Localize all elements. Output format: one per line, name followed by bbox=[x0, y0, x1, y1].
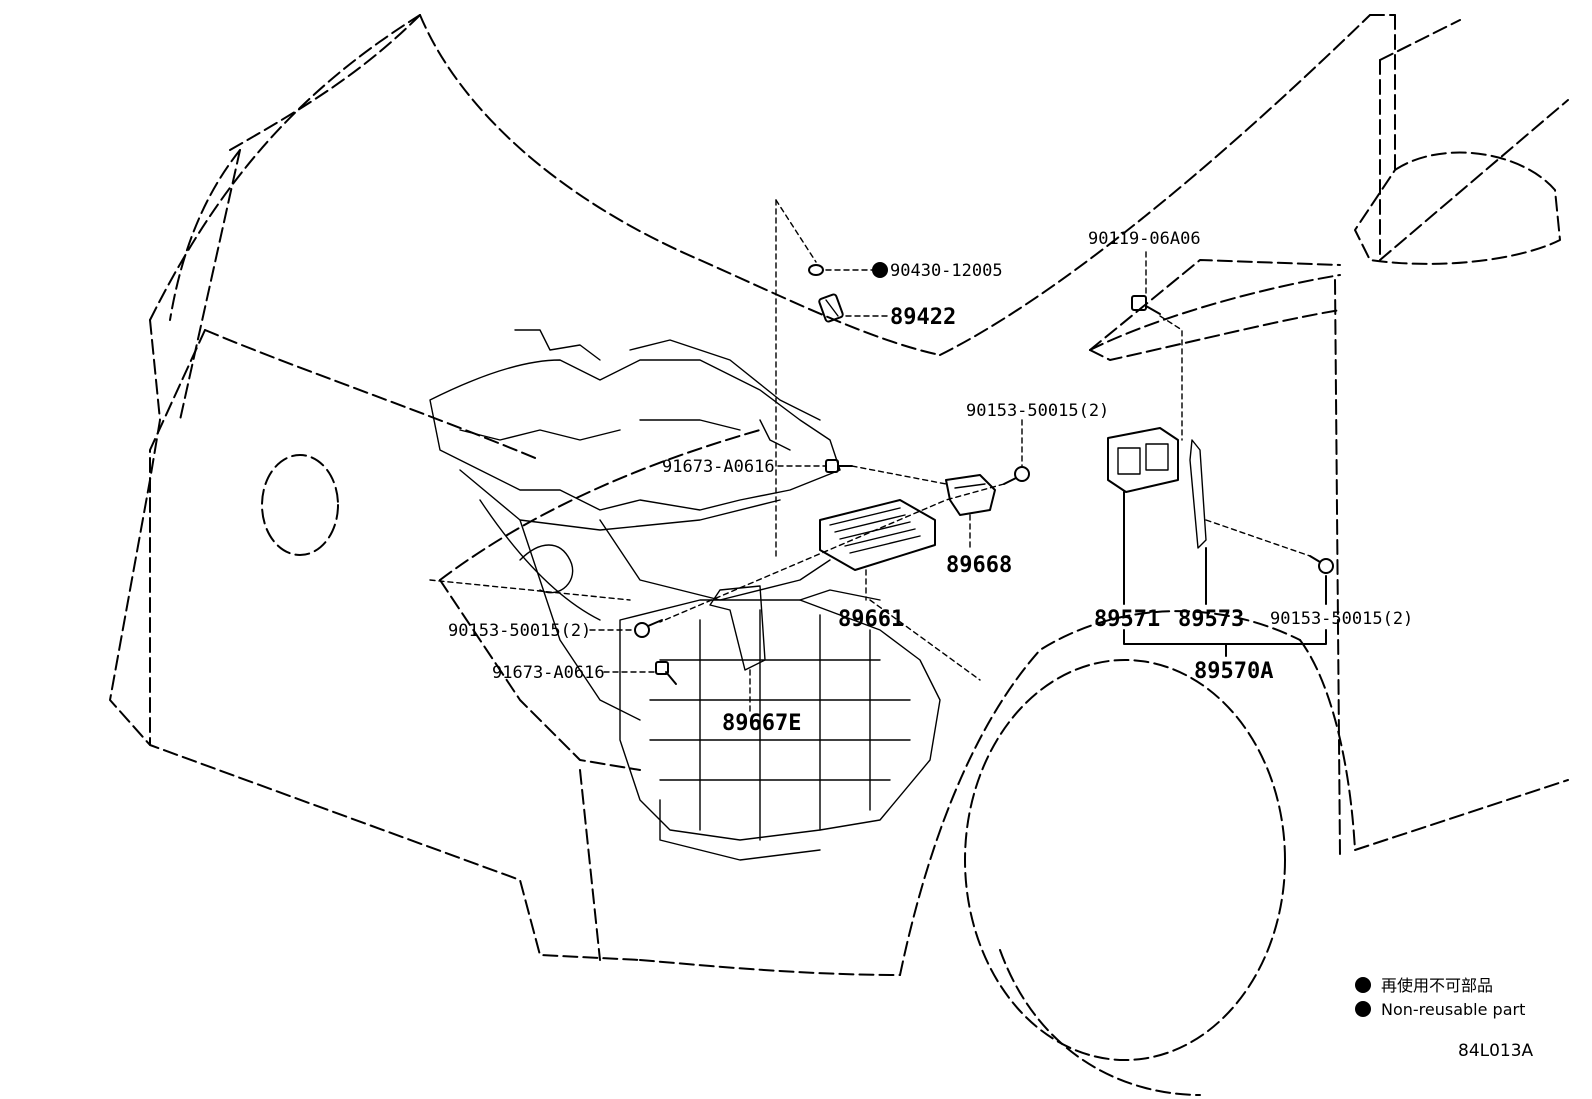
label-89573: 89573 bbox=[1178, 607, 1244, 632]
label-89422: 89422 bbox=[890, 305, 956, 330]
label-89667e: 89667E bbox=[722, 711, 801, 736]
label-91673-a0616-b: 91673-A0616 bbox=[492, 663, 605, 683]
legend: 再使用不可部品 Non-reusable part bbox=[1355, 976, 1525, 1019]
bracket-89667e bbox=[709, 585, 766, 671]
bracket-89573 bbox=[1189, 439, 1207, 549]
legend-en-marker-icon bbox=[1355, 1001, 1371, 1017]
legend-jp-marker-icon bbox=[1355, 977, 1371, 993]
bracket-89668 bbox=[945, 474, 996, 516]
bolt-91673-b bbox=[655, 661, 677, 685]
label-89570a: 89570A bbox=[1194, 659, 1273, 684]
label-91673-a0616-a: 91673-A0616 bbox=[662, 457, 775, 477]
label-90119-06a06: 90119-06A06 bbox=[1088, 229, 1201, 249]
legend-jp-text: 再使用不可部品 bbox=[1381, 976, 1493, 995]
sensor-89422 bbox=[818, 293, 844, 323]
leader-lines bbox=[429, 199, 1327, 713]
legend-en-text: Non-reusable part bbox=[1381, 1000, 1525, 1019]
label-89668: 89668 bbox=[946, 553, 1012, 578]
part-labels: 90430-12005 89422 90119-06A06 90153-5001… bbox=[448, 229, 1413, 736]
transmission-assembly bbox=[619, 589, 941, 861]
label-90430-12005: 90430-12005 bbox=[890, 261, 1003, 281]
label-90153-50015-left: 90153-50015(2) bbox=[448, 621, 591, 641]
diagram-code: 84L013A bbox=[1458, 1041, 1534, 1061]
bolt-90119 bbox=[1131, 295, 1161, 315]
bolt-90153-right bbox=[1309, 555, 1334, 574]
label-89571: 89571 bbox=[1094, 607, 1160, 632]
vehicle-body-outline bbox=[109, 14, 1569, 1096]
label-89661: 89661 bbox=[838, 607, 904, 632]
gasket-90430 bbox=[808, 264, 824, 276]
bolt-90153-top bbox=[1003, 466, 1030, 485]
non-reusable-marker-icon bbox=[872, 262, 888, 278]
bolt-90153-left bbox=[634, 619, 663, 638]
engine-assembly bbox=[429, 329, 841, 721]
label-90153-50015-top: 90153-50015(2) bbox=[966, 401, 1109, 421]
label-90153-50015-right: 90153-50015(2) bbox=[1270, 609, 1413, 629]
module-89571 bbox=[1107, 427, 1179, 493]
ecu-89661 bbox=[819, 499, 936, 571]
